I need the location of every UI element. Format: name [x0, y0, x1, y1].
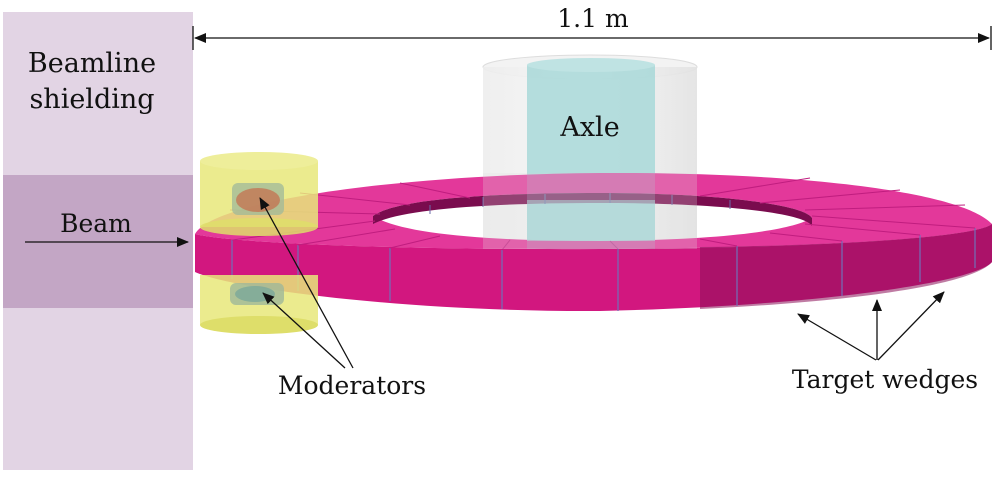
- inner-wedges: [429, 193, 731, 214]
- axle-inner-top: [527, 58, 655, 72]
- moderator-upper: [200, 152, 318, 236]
- beam-label: Beam: [60, 209, 132, 238]
- arrow-icon: [797, 313, 877, 361]
- beam: Beam: [25, 209, 189, 247]
- target-wedges-callout: Target wedges: [792, 291, 978, 394]
- moderators-callout: Moderators: [259, 197, 426, 400]
- axle-front-overlay: [483, 173, 697, 249]
- arrow-icon: [259, 197, 354, 369]
- moderators-label: Moderators: [278, 371, 426, 400]
- shielding-label-line1: Beamline: [28, 48, 156, 79]
- moderators: [200, 152, 318, 334]
- shielding-label-line2: shielding: [29, 84, 154, 115]
- wheel-front-shade: [700, 224, 992, 309]
- axle-inner-overlay: [527, 173, 655, 249]
- dimension-label: 1.1 m: [557, 4, 629, 33]
- target-wedges-label: Target wedges: [792, 365, 978, 394]
- arrow-icon: [262, 292, 346, 369]
- axle-label: Axle: [559, 112, 619, 143]
- beamline-shielding: Beamline shielding: [3, 12, 193, 470]
- target-wheel: [195, 172, 992, 312]
- arrow-icon: [877, 291, 945, 361]
- axle-through-hole: [527, 200, 655, 241]
- dimension-indicator: 1.1 m: [192, 4, 992, 50]
- moderator-lower: [200, 275, 318, 334]
- wheel-top-surface: [195, 172, 992, 250]
